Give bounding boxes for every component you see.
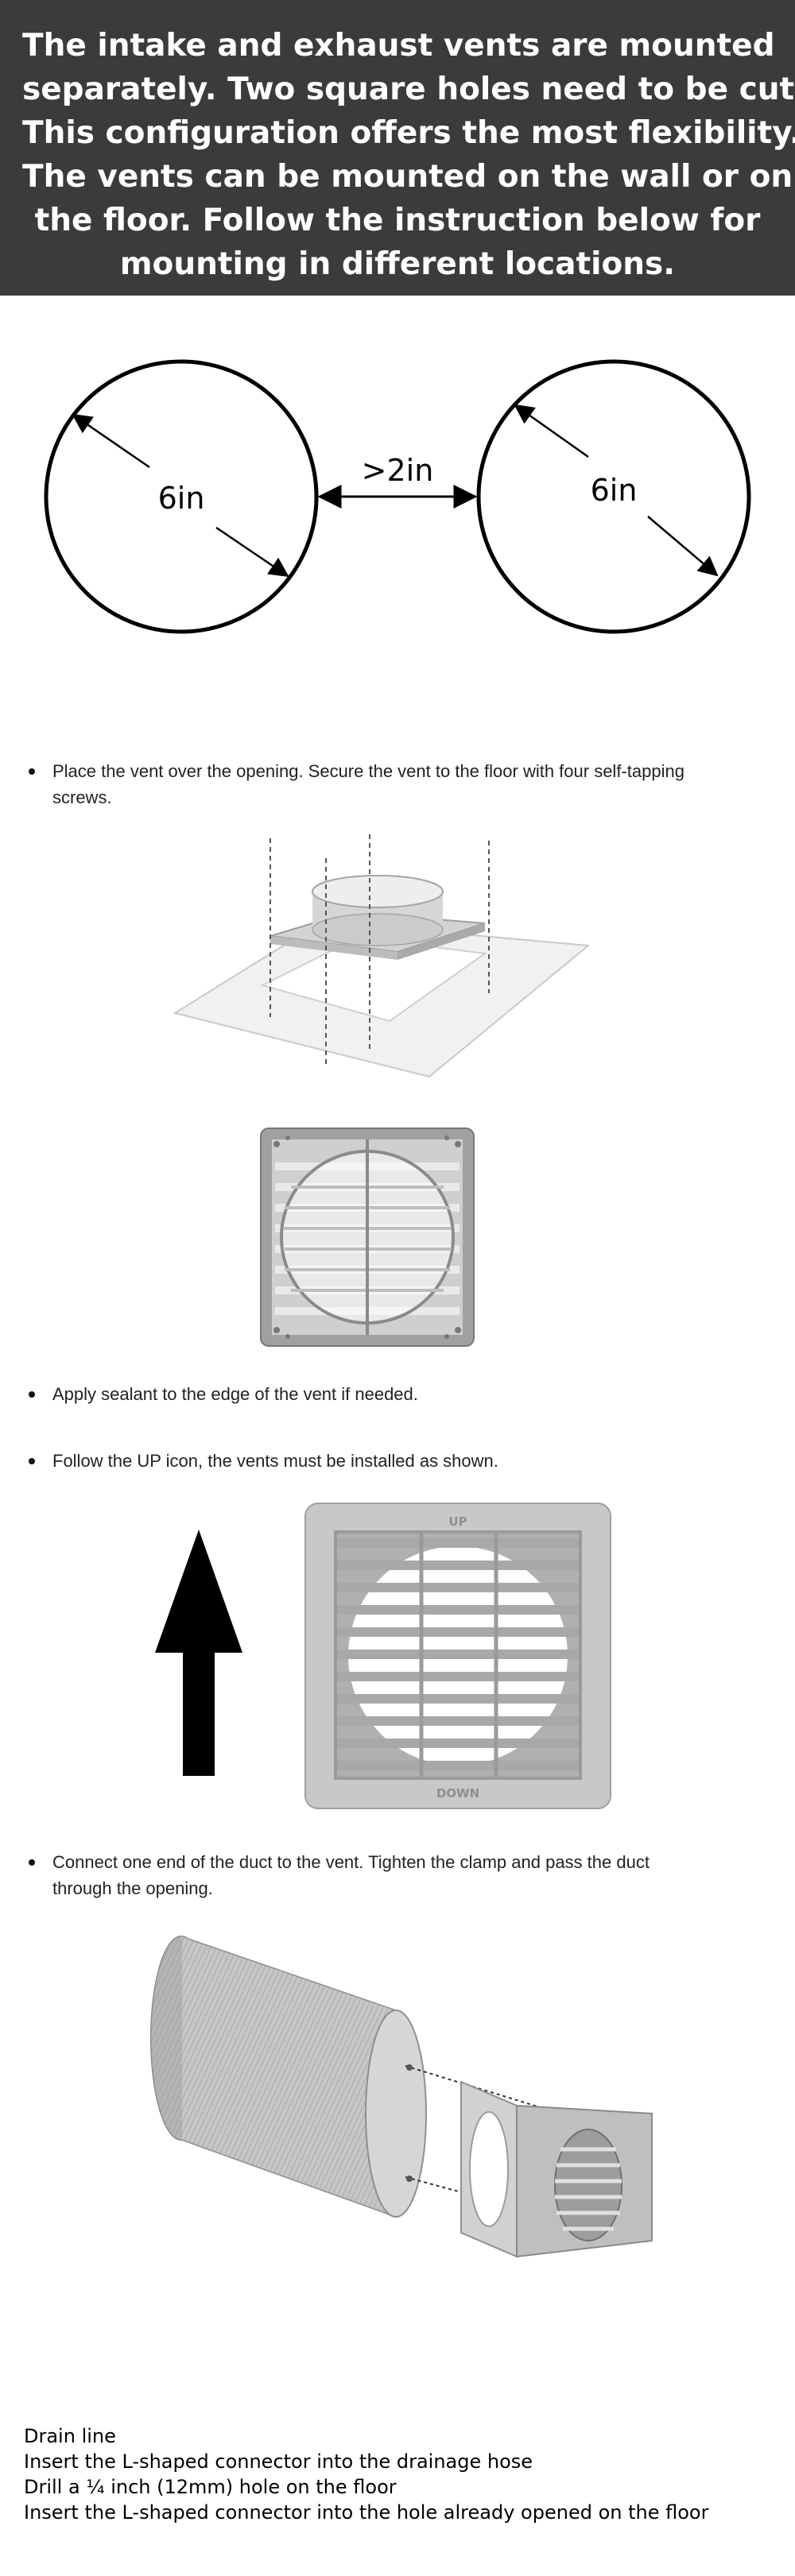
banner-line: mounting in different locations. (119, 246, 676, 282)
duct-assembly-illustration (150, 1935, 653, 2258)
vent-on-floor-illustration (173, 834, 591, 1078)
bullet-dot (29, 1458, 35, 1464)
bullet-dot (29, 1859, 35, 1866)
bullet-dot (29, 768, 35, 775)
right-diameter-arrow (647, 516, 719, 577)
step-text: Follow the UP icon, the vents must be in… (52, 1451, 498, 1471)
right-diameter-label: 6in (591, 473, 638, 508)
step-text: Apply sealant to the edge of the vent if… (52, 1384, 418, 1404)
banner-line: separately. Two square holes need to be … (22, 72, 795, 107)
bullet-dot (29, 1391, 35, 1398)
banner-line: The vents can be mounted on the wall or … (22, 159, 793, 195)
intro-banner: The intake and exhaust vents are mounted… (0, 0, 795, 296)
drain-step: Insert the L-shaped connector into the d… (24, 2450, 533, 2473)
up-arrow-icon (155, 1530, 242, 1776)
left-diameter-arrow (72, 413, 150, 469)
vent-down-mark: DOWN (436, 1786, 479, 1800)
gap-label: >2in (362, 453, 434, 488)
banner-line: The intake and exhaust vents are mounted (22, 28, 775, 64)
drain-step: Insert the L-shaped connector into the h… (24, 2501, 709, 2524)
hole-spacing-diagram: 6in >2in 6in (44, 359, 751, 634)
banner-line: the floor. Follow the instruction below … (34, 203, 761, 238)
vent-front-large: UP DOWN (304, 1503, 611, 1809)
vent-up-mark: UP (448, 1514, 467, 1529)
left-hole-circle (44, 359, 319, 634)
step-text: through the opening. (52, 1878, 213, 1898)
left-diameter-arrow (215, 526, 289, 578)
right-hole-circle (476, 359, 751, 634)
right-diameter-arrow (514, 404, 589, 458)
step-text: Place the vent over the opening. Secure … (52, 761, 684, 781)
drain-step: Drill a ¼ inch (12mm) hole on the floor (24, 2476, 397, 2498)
vent-front-small (260, 1127, 475, 1347)
drain-heading: Drain line (24, 2425, 116, 2447)
step-text: Connect one end of the duct to the vent.… (52, 1852, 650, 1872)
banner-line: This configuration offers the most flexi… (22, 115, 795, 151)
left-diameter-label: 6in (158, 481, 205, 516)
drain-line-instructions: Drain line Insert the L-shaped connector… (24, 2423, 708, 2525)
step-text: screws. (52, 787, 112, 807)
